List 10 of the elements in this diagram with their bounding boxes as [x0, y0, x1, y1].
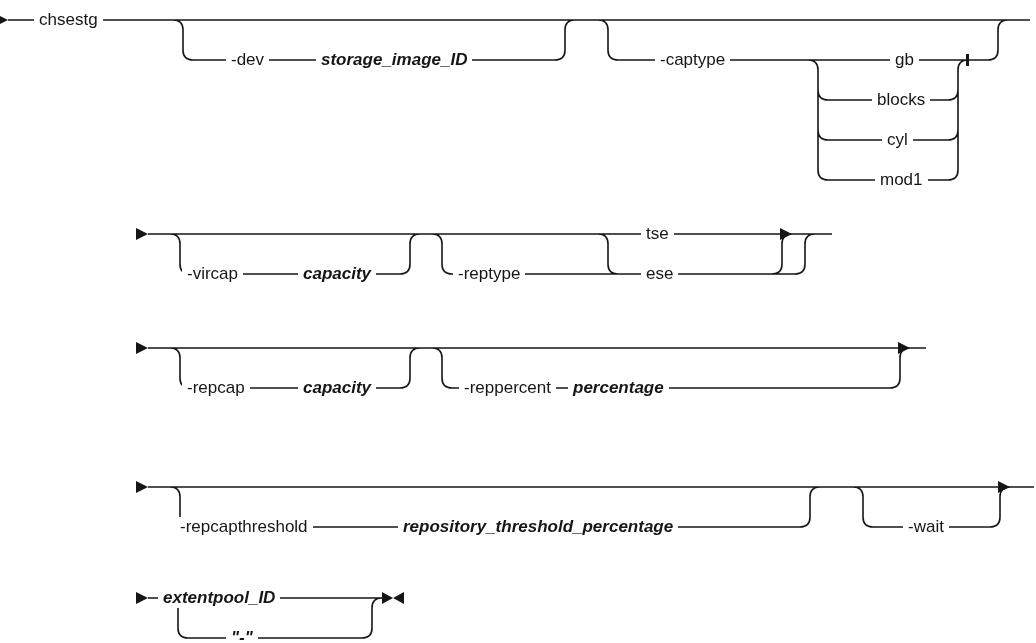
keyword: -vircap [182, 264, 243, 284]
variable: storage_image_ID [316, 50, 473, 70]
variable: repository_threshold_percentage [398, 517, 679, 537]
keyword: gb [890, 50, 919, 70]
command-name: chsestg [34, 10, 103, 30]
variable: "-" [226, 628, 258, 643]
keyword: cyl [882, 130, 913, 150]
variable: capacity [298, 264, 377, 284]
variable: extentpool_ID [158, 588, 281, 608]
variable: capacity [298, 378, 377, 398]
